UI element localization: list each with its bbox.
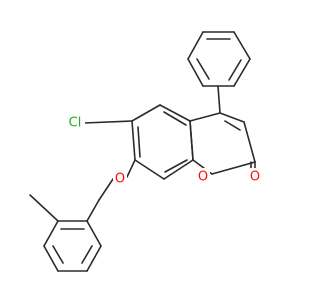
tolyl-ring-bond-2 (43, 220, 59, 247)
benzo-ring-bond-3 (163, 159, 194, 180)
benzo-ring-double-bond-2 (164, 159, 188, 173)
tolyl-link-bond (86, 199, 100, 222)
lactone-ring-bond-6 (189, 112, 221, 122)
lactone-ring-bond-1 (219, 112, 245, 123)
phenyl-ring-bond-6 (187, 31, 204, 60)
ring-oxygen-atom-label: O (198, 170, 208, 185)
ether-bond-2 (98, 178, 114, 201)
ether-oxygen-atom-label: O (115, 172, 125, 187)
benzo-ring-double-bond-1 (163, 111, 187, 126)
chemical-structure-diagram: Cl O O O (29, 31, 262, 272)
carbonyl-oxygen-label-bg (248, 168, 262, 186)
phenyl-ring-bond-3 (233, 58, 251, 87)
ring-oxygen-label-bg (196, 168, 210, 186)
phenyl-ring-bond-2 (233, 31, 251, 60)
benzo-ring-bond-2 (189, 120, 194, 161)
carbonyl-oxygen-atom-label: O (250, 170, 260, 185)
tolyl-ring-bond-6 (86, 220, 102, 247)
lactone-double-bond-1 (224, 120, 241, 131)
chlorine-label-bg (65, 114, 85, 132)
tolyl-ring-bond-3 (43, 245, 59, 272)
lactone-ring-bond-3 (211, 161, 256, 175)
ether-oxygen-label-bg (113, 170, 127, 188)
tolyl-ring-double-bond-2 (52, 245, 64, 264)
benzo-ring-double-bond-3 (137, 126, 141, 158)
benzo-ring-bond-1 (159, 104, 191, 122)
benzo-ring-bond-4 (134, 159, 165, 180)
phenyl-ring-double-bond-2 (228, 59, 242, 81)
benzo-ring-bond-6 (131, 104, 161, 122)
tolyl-ring-double-bond-3 (81, 245, 93, 264)
chlorine-atom-label: Cl (69, 116, 82, 131)
tolyl-ring-bond-5 (86, 245, 102, 272)
phenyl-ring-double-bond-3 (196, 58, 210, 80)
bond-layer (29, 31, 256, 272)
phenyl-to-coumarin-bond (217, 85, 221, 114)
methyl-bond (29, 194, 59, 222)
phenyl-ring-bond-5 (187, 58, 204, 87)
lactone-ring-bond-2 (243, 121, 256, 163)
chlorine-bond (83, 120, 133, 124)
benzo-ring-bond-5 (131, 120, 136, 161)
atom-label-layer: Cl O O O (65, 114, 262, 188)
ether-bond-1 (126, 159, 136, 178)
